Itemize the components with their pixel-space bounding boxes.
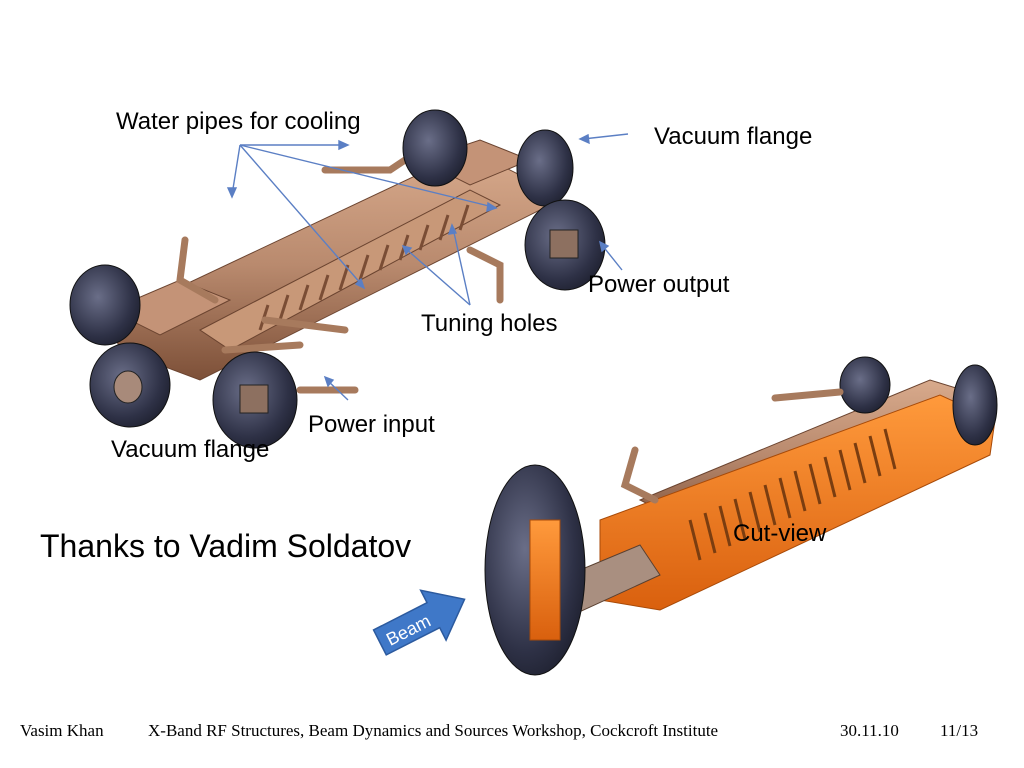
vacuum-flange-top-label: Vacuum flange xyxy=(654,123,813,150)
vacuum-flange-bottom-label: Vacuum flange xyxy=(111,436,270,463)
cut-view-structure-body xyxy=(484,356,998,676)
tuning-holes-label: Tuning holes xyxy=(421,310,558,337)
power-output-label: Power output xyxy=(588,271,730,298)
annotation-arrows xyxy=(226,133,629,401)
upper-structure-body xyxy=(69,109,606,449)
cut-view-label: Cut-view xyxy=(733,520,827,547)
footer-date: 30.11.10 xyxy=(840,721,899,740)
water-pipes-label: Water pipes for cooling xyxy=(116,108,361,135)
footer-page-number: 11/13 xyxy=(940,721,979,740)
footer-event: X-Band RF Structures, Beam Dynamics and … xyxy=(148,721,719,740)
footer-author: Vasim Khan xyxy=(20,721,104,740)
credit-text: Thanks to Vadim Soldatov xyxy=(40,528,412,564)
power-input-label: Power input xyxy=(308,411,435,438)
beam-arrow: Beam xyxy=(372,589,466,656)
